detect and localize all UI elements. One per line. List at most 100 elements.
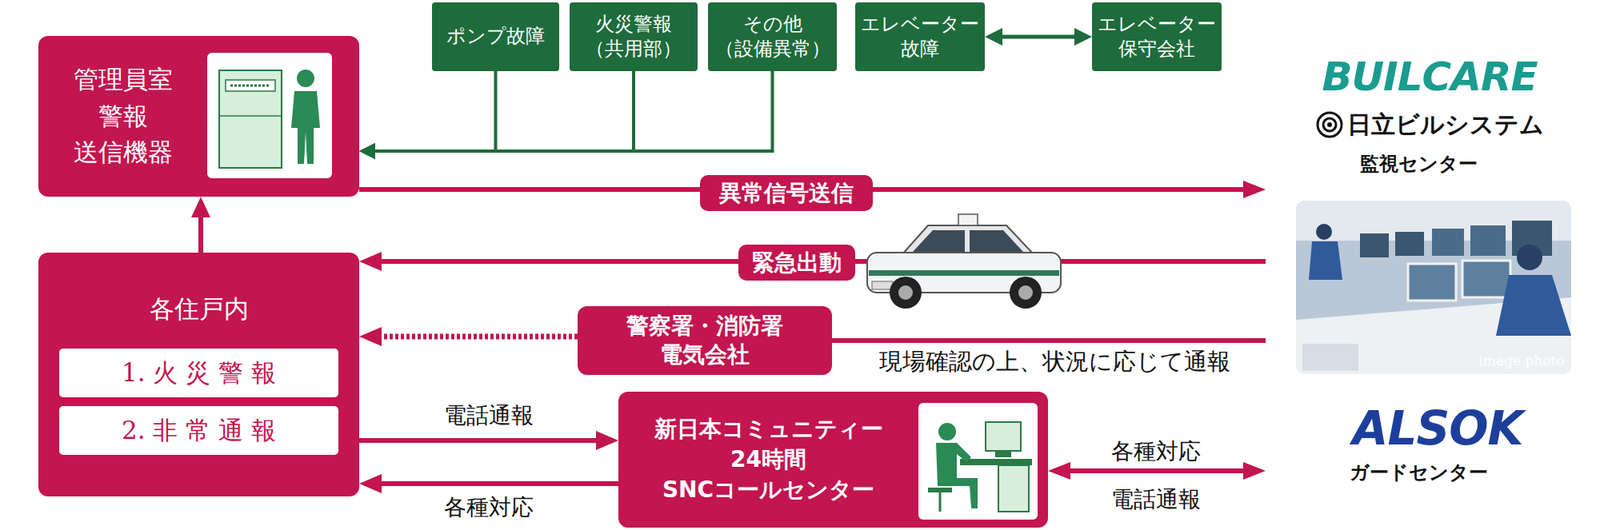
connector-line: [373, 71, 634, 152]
arrow-head: [359, 474, 382, 494]
illustration-panel: [207, 52, 332, 179]
node-text: 緊急出動: [752, 249, 842, 277]
license-plate: [872, 281, 893, 290]
node-text: 管理員室 警報 送信機器: [63, 61, 184, 172]
chair: [928, 488, 952, 493]
edge-label: 電話通報: [444, 402, 534, 430]
connector: [191, 196, 211, 253]
monitoring-photo: [1296, 200, 1572, 375]
person-head: [296, 69, 315, 88]
arrow-head: [984, 28, 1003, 46]
arrow-head: [359, 143, 376, 160]
operator-head: [938, 423, 956, 441]
cabinet-display: [225, 80, 276, 92]
photo-monitor: [1432, 228, 1464, 256]
photo-person: [1308, 241, 1343, 280]
connector: [359, 327, 578, 347]
monitor: [985, 422, 1021, 452]
arrow-head: [191, 196, 211, 218]
person-body: [291, 91, 320, 164]
alarm-cabinet: [219, 70, 282, 168]
center-name: 監視センター: [1360, 152, 1478, 176]
car-wheel: [889, 276, 922, 309]
alarm-type-box: 2. 非 常 通 報: [59, 406, 339, 456]
arrow-head: [596, 431, 619, 451]
company-logo: 日立ビルシステム: [1347, 110, 1544, 140]
authority-box: 警察署・消防署 電気会社: [577, 306, 832, 376]
photo-monitor: [1408, 264, 1456, 301]
fault-box: ポンプ故障: [432, 2, 560, 72]
connector-line: [373, 71, 496, 152]
car-hub: [898, 285, 913, 300]
center-name: ガードセンター: [1349, 461, 1488, 485]
connector: [359, 474, 619, 494]
node-text: エレベーター 保守会社: [1095, 12, 1220, 62]
roof-sign: [958, 214, 978, 226]
connector-line: [1000, 35, 1076, 40]
arrow-head: [359, 143, 376, 160]
arrow-head: [359, 252, 382, 272]
node-text: 新日本コミュニティー 24時間 SNCコールセンター: [648, 414, 889, 505]
photo-watermark: image photo: [1478, 352, 1564, 369]
signal-label-box: 異常信号送信: [700, 175, 873, 212]
car-stripe: [868, 270, 1060, 276]
company-logo: ALSOK: [1352, 405, 1524, 452]
photo-monitor: [1470, 225, 1506, 256]
photo-sign: [1302, 344, 1359, 372]
connector: [359, 71, 496, 160]
edge-label: 各種対応: [444, 494, 534, 522]
arrow-head: [359, 327, 382, 347]
fault-box: その他 （設備異常）: [708, 2, 837, 72]
phone-line: [1068, 468, 1245, 474]
desk-drawers: [998, 465, 1029, 512]
photo-background: [1296, 200, 1572, 375]
arrow-head: [1074, 28, 1092, 46]
connector: [359, 71, 773, 160]
photo-monitor: [1395, 232, 1424, 256]
arrow-head: [1048, 462, 1071, 480]
chair-leg: [939, 492, 942, 512]
connector: [359, 71, 634, 160]
arrow-head: [359, 143, 376, 160]
photo-monitor: [1462, 260, 1511, 298]
car-cabin: [902, 225, 1034, 255]
monitor-stand: [995, 451, 1012, 458]
arrow-head: [1243, 462, 1266, 480]
photo-person: [1516, 244, 1543, 271]
node-text: ポンプ故障: [446, 24, 545, 49]
cabinet-divider: [219, 115, 282, 117]
car-windows: [912, 230, 1024, 253]
connector: [359, 189, 700, 191]
arrow-head: [1243, 180, 1266, 199]
node-text: 異常信号送信: [719, 180, 854, 208]
logo-mark: [1317, 112, 1342, 137]
node-text: その他 （設備異常）: [710, 12, 835, 62]
fault-box: エレベーター 故障: [855, 2, 985, 72]
cabinet-leds: [230, 84, 271, 88]
illustration-panel: [918, 403, 1038, 520]
report-line: [832, 338, 1266, 344]
photo-person: [1496, 275, 1572, 336]
photo-person: [1316, 224, 1332, 240]
node-text: 2. 非 常 通 報: [121, 414, 276, 447]
node-text: 1. 火 災 警 報: [121, 356, 276, 389]
node-text: エレベーター 故障: [858, 12, 983, 62]
connector-line: [359, 187, 700, 192]
car-hub: [1018, 285, 1033, 300]
logo-mark: [1327, 122, 1332, 128]
residence-box: 各住戸内 1. 火 災 警 報 2. 非 常 通 報: [38, 252, 360, 497]
company-logo: BUILCARE: [1321, 56, 1537, 97]
node-text: 各住戸内: [149, 292, 249, 325]
alarm-type-box: 1. 火 災 警 報: [59, 348, 339, 398]
dispatch-label-box: 緊急出動: [738, 244, 856, 281]
node-text: 警察署・消防署 電気会社: [616, 312, 793, 371]
photo-monitor: [1360, 233, 1389, 258]
logo-mark: [1323, 118, 1336, 132]
company-box: エレベーター 保守会社: [1092, 2, 1222, 72]
connector: [359, 431, 619, 451]
signal-line: [872, 187, 1245, 192]
fault-box: 火災警報 （共用部）: [569, 2, 698, 72]
note-text: 現場確認の上、状況に応じて通報: [879, 348, 1231, 376]
operator-body: [936, 443, 978, 509]
